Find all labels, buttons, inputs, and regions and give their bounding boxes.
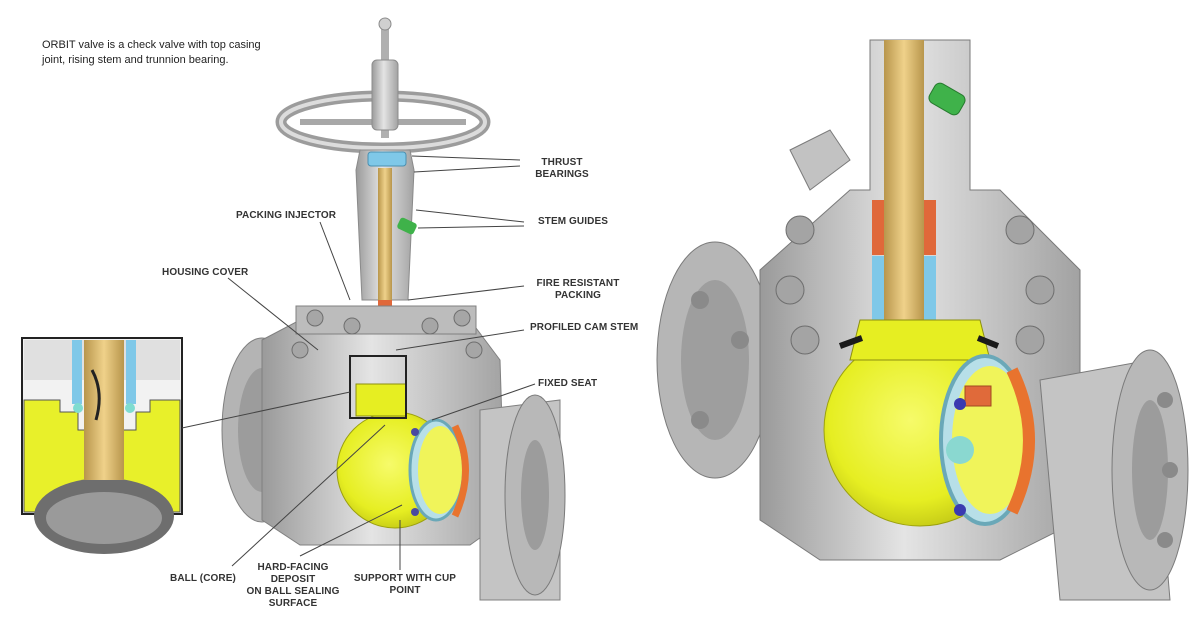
label-housing-cover: HOUSING COVER (162, 267, 249, 278)
right-valve (656, 39, 1189, 601)
label-hard-facing-deposit: HARD-FACING DEPOSIT ON BALL SEALING SURF… (246, 562, 340, 609)
stem-guide-large (928, 82, 966, 116)
label-fire-resistant-packing: FIRE RESISTANT PACKING (536, 278, 620, 301)
fixed-seat (451, 424, 469, 518)
detail-marker (349, 355, 407, 419)
detail-inset (21, 337, 183, 554)
intro-text: ORBIT valve is a check valve with top ca… (42, 39, 261, 66)
label-profiled-cam-stem: PROFILED CAM STEM (530, 322, 639, 333)
stem-large (884, 40, 924, 330)
label-support-cup-point: SUPPORT WITH CUP POINT (353, 573, 457, 596)
stem-guide (397, 217, 417, 235)
label-packing-injector: PACKING INJECTOR (236, 210, 337, 221)
left-valve (221, 17, 566, 601)
label-fixed-seat: FIXED SEAT (538, 378, 598, 389)
label-thrust-bearings: THRUST BEARINGS (535, 157, 589, 180)
leader-lines (181, 155, 536, 570)
label-stem-guides: STEM GUIDES (538, 216, 608, 227)
fixed-seat-large (1006, 367, 1035, 515)
thrust-bearing (367, 151, 407, 167)
label-ball-core: BALL (CORE) (170, 573, 236, 584)
